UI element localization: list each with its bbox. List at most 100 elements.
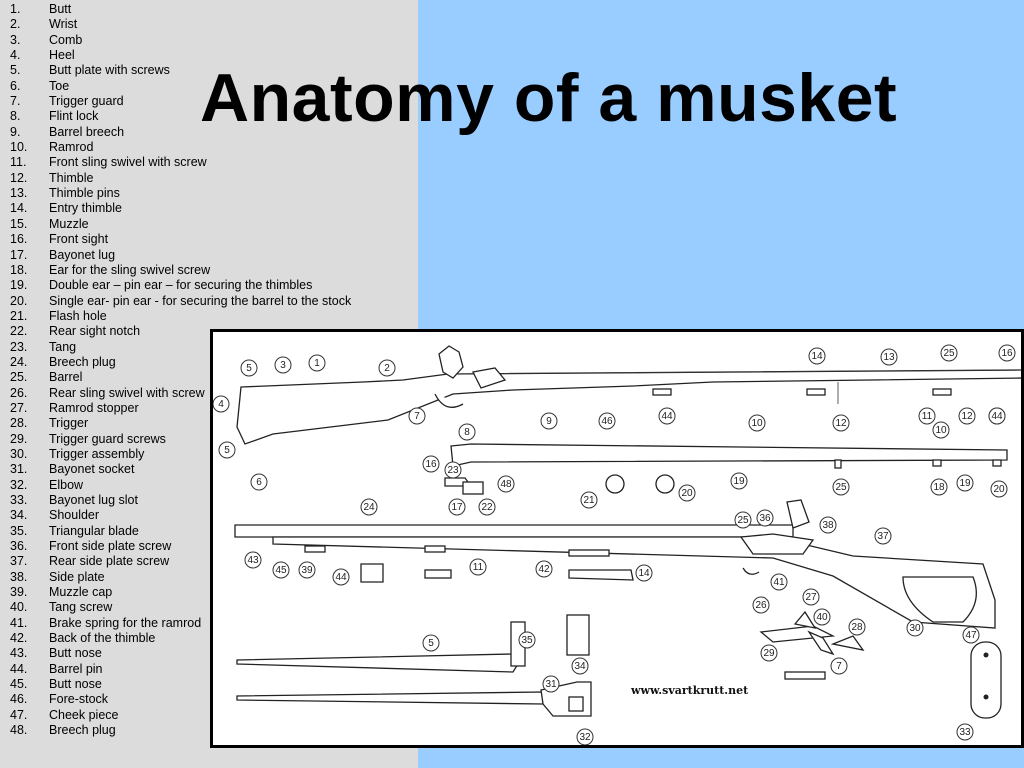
callout-44: 44: [332, 568, 350, 586]
part-number: 1.: [10, 2, 21, 16]
part-name: Single ear- pin ear - for securing the b…: [49, 293, 352, 308]
parts-list-item: 5. Butt plate with screws: [10, 63, 351, 78]
svg-text:21: 21: [583, 495, 595, 506]
part-name: Heel: [49, 48, 75, 63]
svg-text:45: 45: [275, 565, 287, 576]
part-name: Bayonet socket: [49, 462, 135, 477]
svg-text:36: 36: [759, 513, 771, 524]
part-name: Barrel pin: [49, 661, 103, 676]
part-name: Elbow: [49, 477, 84, 492]
parts-list-item: 4. Heel: [10, 48, 351, 63]
parts-list-item: 42.Back of the thimble: [10, 631, 351, 646]
svg-text:27: 27: [805, 592, 817, 603]
parts-list-item: 33.Bayonet lug slot: [10, 493, 351, 508]
part-name: Butt: [49, 2, 72, 16]
part-name: Breech plug: [49, 354, 116, 369]
part-number: 28.: [10, 416, 28, 431]
callout-32: 32: [576, 728, 594, 745]
part-number: 43.: [10, 646, 28, 661]
part-number: 8.: [10, 109, 21, 124]
svg-text:9: 9: [546, 416, 552, 427]
parts-list-item: 22.Rear sight notch: [10, 324, 351, 339]
callout-group: 5312456789464414132516151012111244101623…: [213, 344, 1016, 745]
svg-text:19: 19: [959, 478, 971, 489]
parts-list-item: 6.Toe: [10, 79, 351, 94]
parts-list-item: 27.Ramrod stopper: [10, 401, 351, 416]
svg-text:28: 28: [851, 622, 863, 633]
callout-5: 5: [240, 359, 258, 377]
svg-text:16: 16: [425, 459, 437, 470]
part-name: Brake spring for the ramrod: [49, 615, 202, 630]
part-number: 4.: [10, 48, 21, 63]
callout-39: 39: [298, 561, 316, 579]
svg-text:20: 20: [993, 484, 1005, 495]
trigger-assembly-drawing: [759, 610, 1002, 719]
part-name: Rear side plate screw: [49, 554, 170, 569]
callout-8: 8: [458, 423, 476, 441]
callout-42: 42: [535, 560, 553, 578]
parts-list-item: 38.Side plate: [10, 570, 351, 585]
part-number: 26.: [10, 385, 28, 400]
svg-text:7: 7: [836, 661, 842, 672]
part-name: Thimble pins: [49, 186, 120, 201]
svg-text:10: 10: [751, 418, 763, 429]
part-name: Butt nose: [49, 677, 102, 692]
part-number: 3.: [10, 32, 21, 47]
svg-text:3: 3: [280, 360, 286, 371]
parts-list-item: 31.Bayonet socket: [10, 462, 351, 477]
parts-list-item: 11.Front sling swivel with screw: [10, 155, 351, 170]
svg-text:22: 22: [481, 502, 493, 513]
credit-text: www.svartkrutt.net: [630, 684, 749, 697]
part-number: 18.: [10, 262, 28, 277]
part-name: Trigger assembly: [49, 446, 145, 461]
parts-list-item: 1. Butt: [10, 2, 351, 17]
callout-10: 10: [932, 421, 950, 439]
callout-48: 48: [497, 475, 515, 493]
svg-text:31: 31: [545, 679, 557, 690]
part-number: 15.: [10, 216, 28, 231]
callout-36: 36: [756, 509, 774, 527]
part-name: Rear sling swivel with screw: [49, 385, 205, 400]
svg-text:32: 32: [579, 732, 591, 743]
svg-text:11: 11: [473, 562, 484, 573]
part-number: 42.: [10, 631, 28, 646]
part-number: 5.: [10, 63, 21, 78]
callout-10: 10: [748, 414, 766, 432]
callout-46: 46: [598, 412, 616, 430]
part-number: 30.: [10, 446, 28, 461]
callout-5: 5: [422, 634, 440, 652]
callout-19: 19: [956, 474, 974, 492]
callout-25: 25: [940, 344, 958, 362]
part-name: Fore-stock: [49, 692, 109, 707]
callout-34: 34: [571, 657, 589, 675]
part-name: Muzzle: [49, 216, 89, 231]
callout-20: 20: [990, 480, 1008, 498]
svg-text:38: 38: [822, 520, 834, 531]
callout-44: 44: [988, 407, 1006, 425]
part-name: Tang screw: [49, 600, 113, 615]
parts-list-item: 44.Barrel pin: [10, 662, 351, 677]
part-name: Butt plate with screws: [49, 63, 170, 78]
callout-2: 2: [378, 359, 396, 377]
part-name: Muzzle cap: [49, 585, 113, 600]
part-number: 7.: [10, 94, 21, 109]
part-number: 6.: [10, 78, 21, 93]
part-name: Double ear – pin ear – for securing the …: [49, 278, 313, 293]
svg-text:39: 39: [301, 565, 313, 576]
svg-text:40: 40: [816, 612, 828, 623]
parts-list-item: 47.Cheek piece: [10, 708, 351, 723]
part-name: Ramrod: [49, 140, 94, 155]
svg-text:5: 5: [224, 445, 230, 456]
callout-14: 14: [635, 564, 653, 582]
parts-list-item: 41.Brake spring for the ramrod: [10, 616, 351, 631]
part-name: Thimble: [49, 170, 94, 185]
callout-26: 26: [752, 596, 770, 614]
svg-text:14: 14: [811, 351, 823, 362]
part-name: Bayonet lug: [49, 247, 116, 262]
part-name: Front sight: [49, 232, 109, 247]
part-number: 40.: [10, 600, 28, 615]
part-number: 45.: [10, 677, 28, 692]
part-name: Wrist: [49, 17, 78, 32]
part-number: 17.: [10, 247, 28, 262]
